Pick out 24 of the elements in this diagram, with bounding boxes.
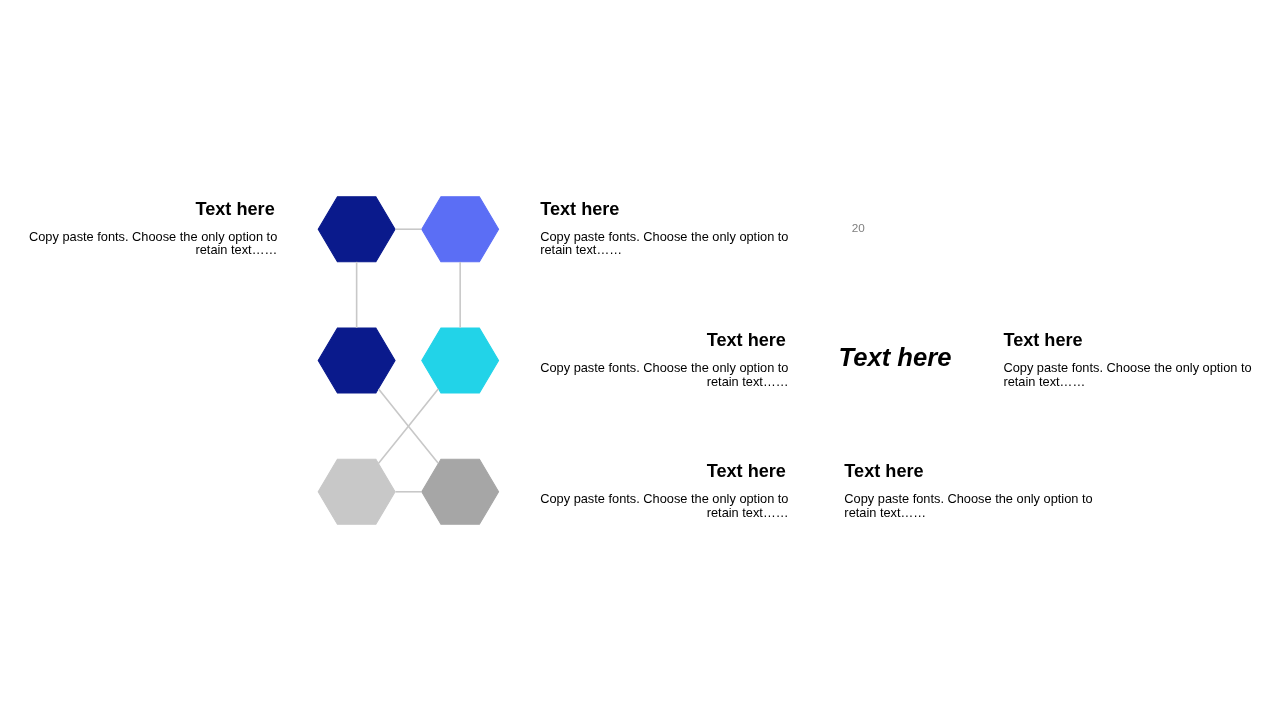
connector xyxy=(394,490,423,493)
node-label: Copy paste fonts. Choose the only option to retain text…… xyxy=(1003,359,1252,389)
label: Text here xyxy=(838,342,952,371)
node-hexagon xyxy=(317,458,396,525)
node-label: Text here xyxy=(706,460,786,481)
node-label: Copy paste fonts. Choose the only option to retain text…… xyxy=(540,359,789,389)
connector xyxy=(394,227,423,230)
node-label: Text here xyxy=(844,460,924,481)
node-label: Text here xyxy=(540,198,620,219)
node-label: Text here xyxy=(195,198,275,219)
node-hexagon xyxy=(421,458,500,525)
node-label: Copy paste fonts. Choose the only option to retain text…… xyxy=(540,228,789,257)
connector xyxy=(459,260,461,329)
label: 20 xyxy=(851,220,865,234)
connector xyxy=(355,260,358,329)
node-label: Text here xyxy=(1003,329,1083,350)
node-hexagon xyxy=(317,326,396,394)
node-label: Copy paste fonts. Choose the only option to retain text…… xyxy=(28,228,278,257)
node-label: Copy paste fonts. Choose the only option to retain text…… xyxy=(540,490,789,520)
node-label: Text here xyxy=(706,329,786,350)
node-hexagon xyxy=(421,195,500,262)
node-hexagon xyxy=(317,195,396,262)
node-hexagon xyxy=(421,326,500,394)
node-label: Copy paste fonts. Choose the only option to retain text…… xyxy=(844,490,1093,520)
